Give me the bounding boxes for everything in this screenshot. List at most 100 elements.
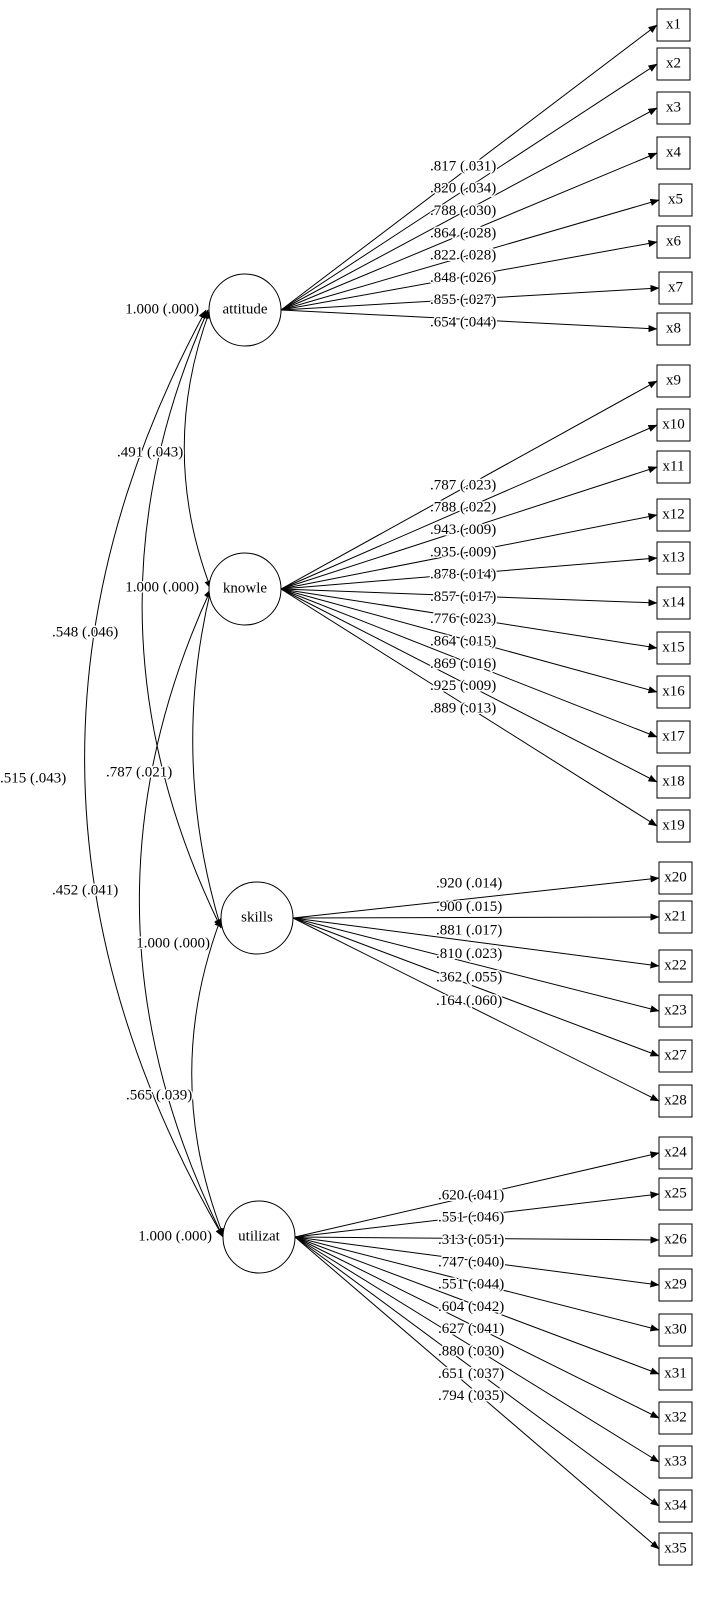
indicator-box-x31 <box>658 1357 693 1391</box>
loading-label: .820 (.034) <box>430 181 496 197</box>
loading-label: .822 (.028) <box>430 248 496 264</box>
covariance-path-attitude-knowle <box>183 309 212 590</box>
loading-path-x10 <box>280 424 658 590</box>
indicator-box-x14 <box>656 586 691 620</box>
indicator-label: x4 <box>666 144 682 160</box>
indicator-label: x34 <box>664 1497 687 1513</box>
indicator-label: x1 <box>666 16 681 32</box>
indicator-box-x28 <box>658 1084 693 1118</box>
indicator-label: x17 <box>662 728 685 744</box>
indicator-box-x5 <box>658 183 693 217</box>
indicator-box-x32 <box>658 1401 693 1435</box>
indicator-label: x8 <box>666 320 681 336</box>
factor-variance-label: 1.000 (.000) <box>138 1228 212 1244</box>
indicator-box-x13 <box>656 541 691 575</box>
indicator-label: x32 <box>664 1409 687 1425</box>
indicator-label: x29 <box>664 1276 687 1292</box>
indicator-box-x17 <box>656 720 691 754</box>
loading-path-x32 <box>294 1236 660 1419</box>
loading-label: .857 (.017) <box>430 589 496 605</box>
indicator-box-x26 <box>658 1223 693 1257</box>
latent-factor-knowle <box>208 552 282 626</box>
indicator-box-x24 <box>658 1136 693 1170</box>
indicator-label: x30 <box>664 1321 687 1337</box>
loading-label: .925 (.009) <box>430 678 496 694</box>
indicator-label: x21 <box>664 908 687 924</box>
indicator-label: x27 <box>664 1047 687 1063</box>
indicator-box-x6 <box>656 225 691 259</box>
indicator-box-x30 <box>658 1313 693 1347</box>
indicator-box-x27 <box>658 1039 693 1073</box>
indicator-label: x25 <box>664 1185 687 1201</box>
indicator-box-x25 <box>658 1177 693 1211</box>
covariance-path-knowle-skills <box>192 588 222 929</box>
indicator-box-x10 <box>656 408 691 442</box>
covariance-label: .787 (.021) <box>106 764 172 780</box>
indicator-box-x29 <box>658 1268 693 1302</box>
loading-label: .794 (.035) <box>438 1388 504 1404</box>
covariance-path-attitude-utilizat <box>84 309 224 1238</box>
loading-label: .935 (.009) <box>430 544 496 560</box>
loading-label: .788 (.022) <box>430 500 496 516</box>
indicator-label: x9 <box>666 372 681 388</box>
indicator-box-x22 <box>658 949 693 983</box>
indicator-label: x2 <box>666 55 681 71</box>
loading-label: .620 (.041) <box>438 1187 504 1203</box>
loading-path-x28 <box>292 917 660 1102</box>
latent-factor-label: knowle <box>223 580 268 596</box>
indicator-label: x26 <box>664 1231 687 1247</box>
loading-path-x6 <box>280 239 658 311</box>
latent-factor-attitude <box>208 273 282 347</box>
loading-path-x11 <box>280 466 658 590</box>
loading-path-x7 <box>280 284 660 311</box>
indicator-box-x35 <box>658 1532 693 1566</box>
indicator-label: x24 <box>664 1144 687 1160</box>
loading-label: .313 (.051) <box>438 1232 504 1248</box>
loading-label: .881 (.017) <box>436 922 502 938</box>
latent-factor-utilizat <box>222 1200 296 1274</box>
indicator-label: x28 <box>664 1092 687 1108</box>
factor-variance-label: 1.000 (.000) <box>125 301 199 317</box>
indicator-box-x15 <box>656 631 691 665</box>
indicator-box-x23 <box>658 994 693 1028</box>
indicator-box-x18 <box>656 765 691 799</box>
covariance-label: .491 (.043) <box>117 444 183 460</box>
loading-label: .810 (.023) <box>436 946 502 962</box>
indicator-box-x20 <box>658 861 693 895</box>
loading-path-x14 <box>280 588 658 607</box>
indicator-label: x14 <box>662 594 685 610</box>
loading-label: .920 (.014) <box>436 875 502 891</box>
indicator-label: x15 <box>662 639 685 655</box>
loading-path-x29 <box>294 1236 660 1288</box>
indicator-box-x16 <box>656 675 691 709</box>
indicator-label: x5 <box>668 191 683 207</box>
loading-path-x31 <box>294 1236 660 1375</box>
loading-path-x27 <box>292 917 660 1057</box>
loading-label: .864 (.015) <box>430 634 496 650</box>
loading-label: .943 (.009) <box>430 522 496 538</box>
indicator-label: x13 <box>662 549 685 565</box>
loading-label: .604 (.042) <box>438 1299 504 1315</box>
loading-label: .551 (.044) <box>438 1277 504 1293</box>
indicator-box-x19 <box>656 809 691 843</box>
indicator-box-x8 <box>656 312 691 346</box>
indicator-label: x6 <box>666 233 682 249</box>
loading-path-x12 <box>280 513 658 590</box>
indicator-label: x19 <box>662 817 685 833</box>
indicator-label: x18 <box>662 773 685 789</box>
indicator-label: x16 <box>662 683 685 699</box>
indicator-label: x10 <box>662 416 685 432</box>
loading-label: .869 (.016) <box>430 656 496 672</box>
covariance-label: .565 (.039) <box>126 1087 192 1103</box>
loading-path-x13 <box>280 555 658 590</box>
indicator-label: x11 <box>663 458 685 474</box>
loading-path-x20 <box>292 875 660 919</box>
indicator-box-x21 <box>658 900 693 934</box>
latent-factor-skills <box>220 881 294 955</box>
loading-label: .362 (.055) <box>436 969 502 985</box>
indicator-box-x11 <box>656 450 691 484</box>
factor-variance-label: 1.000 (.000) <box>125 579 199 595</box>
loading-path-x26 <box>294 1236 660 1244</box>
loading-path-x3 <box>280 107 658 311</box>
